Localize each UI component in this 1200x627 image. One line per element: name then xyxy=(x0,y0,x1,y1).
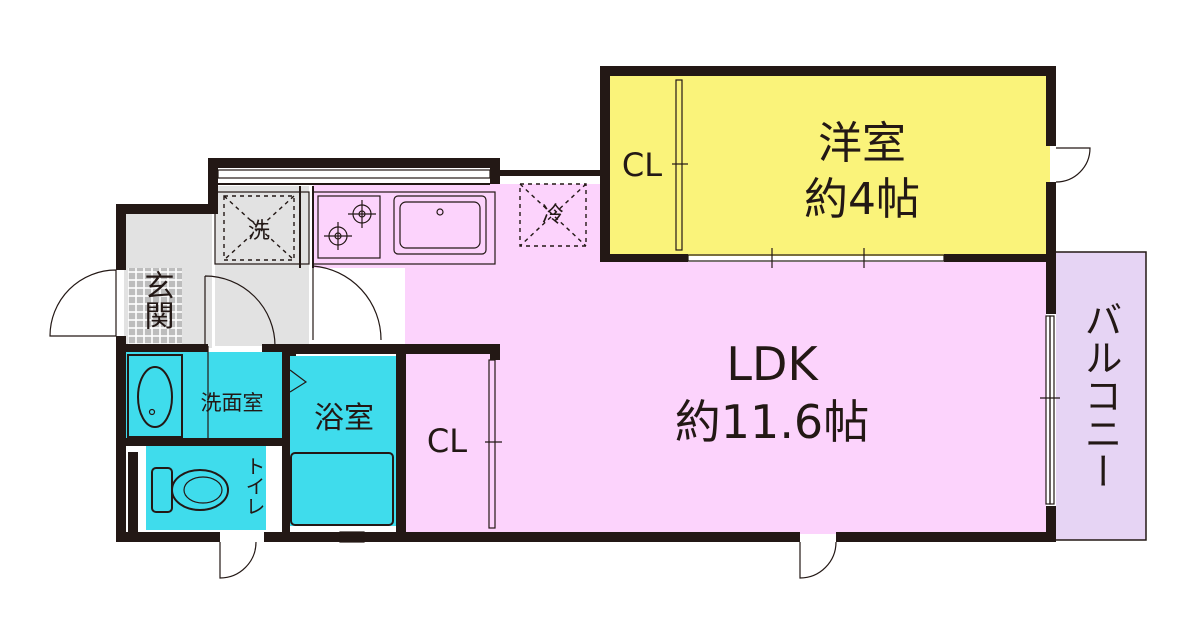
ldk-area xyxy=(405,262,1050,534)
vanity-counter xyxy=(127,354,183,438)
balcony-label: バルコニー xyxy=(1078,300,1122,490)
washing-machine-label: 洗 xyxy=(248,219,270,244)
entrance-label: 玄関 xyxy=(139,270,174,330)
entrance-tile xyxy=(128,268,182,346)
walls xyxy=(116,66,1056,542)
washroom-label: 洗面室 xyxy=(201,391,264,415)
closet-western-label: CL xyxy=(622,146,662,184)
toilet-label: トイレ xyxy=(242,456,266,516)
kitchen-sink-icon xyxy=(393,195,487,255)
stove-icon xyxy=(317,195,381,259)
ldk-size: 約11.6帖 xyxy=(675,395,869,449)
toilet-area xyxy=(146,446,266,530)
western-room-name: 洋室 xyxy=(818,118,906,169)
doors xyxy=(49,147,1091,579)
toilet-icon xyxy=(151,467,229,513)
balcony-area xyxy=(1053,251,1147,541)
bathroom-label: 浴室 xyxy=(314,401,374,436)
closet-ldk-label: CL xyxy=(427,422,467,460)
washing-machine-spot xyxy=(223,195,295,261)
ldk-name: LDK xyxy=(726,337,819,391)
hall-area xyxy=(215,186,309,346)
sink-bowl xyxy=(137,366,173,428)
refrigerator-spot xyxy=(519,183,587,247)
hall-closet xyxy=(214,191,310,265)
western-room-area xyxy=(606,70,1050,256)
refrigerator-label: 冷 xyxy=(542,203,564,228)
western-room-size: 約4帖 xyxy=(804,174,920,225)
bathroom-area xyxy=(287,356,397,526)
bathtub xyxy=(290,452,394,526)
